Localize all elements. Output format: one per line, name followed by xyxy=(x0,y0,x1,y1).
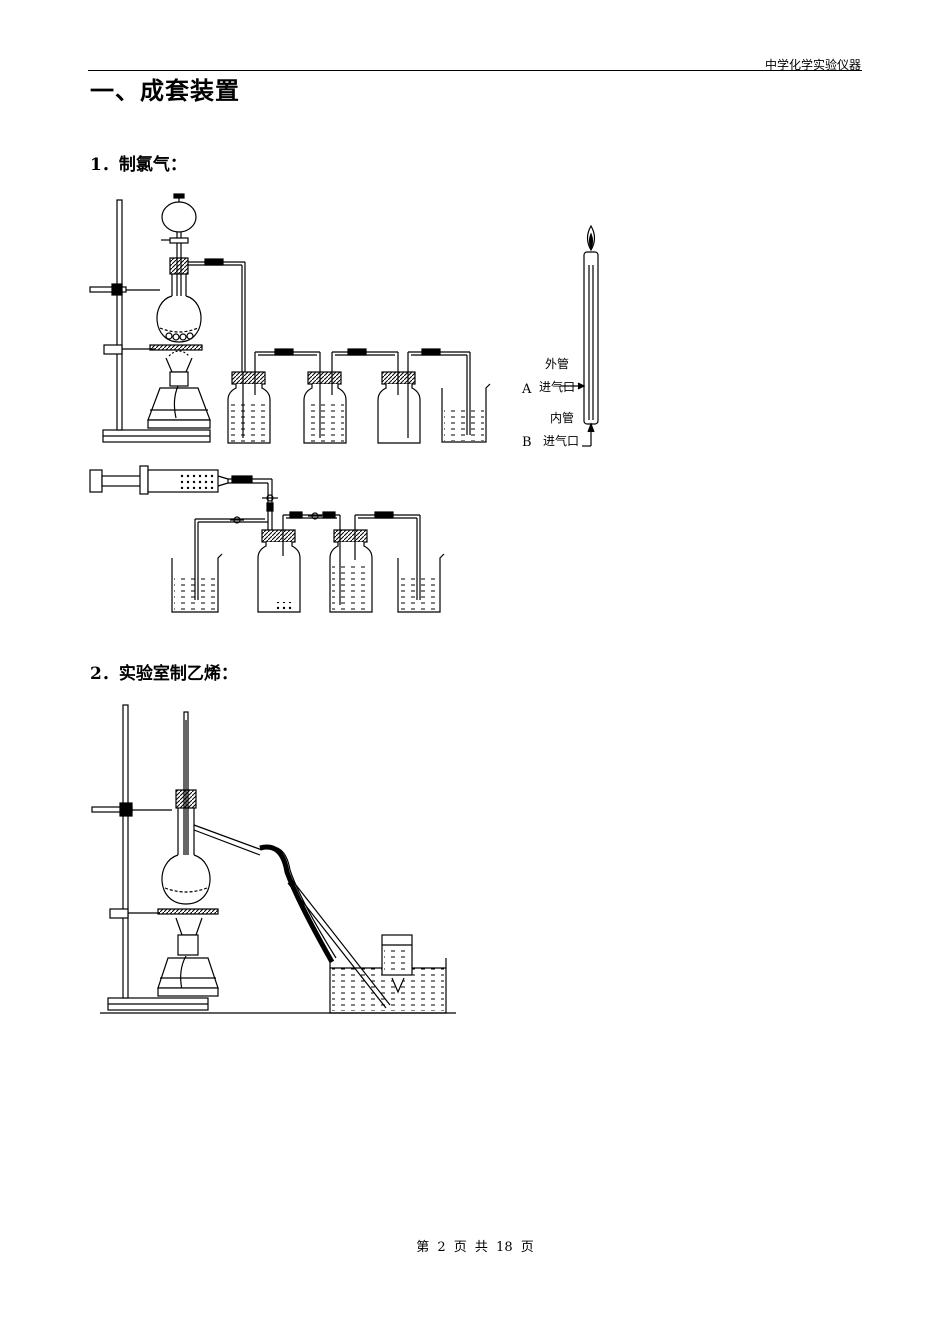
item-1-heading: 1．制氯气： xyxy=(90,155,187,175)
alcohol-lamp-2 xyxy=(157,917,219,997)
item-2-heading: 2．实验室制乙烯： xyxy=(90,664,238,684)
wash-bottle-4 xyxy=(257,511,340,613)
beaker-3 xyxy=(397,553,445,613)
chlorine-apparatus xyxy=(89,193,599,613)
round-flask xyxy=(156,257,246,372)
water-trough xyxy=(329,934,447,1014)
combustion-tube xyxy=(560,224,599,447)
section-title: 一、成套装置 xyxy=(90,77,240,105)
beaker-1 xyxy=(441,383,491,443)
page-footer: 第 2 页 共 18 页 xyxy=(416,1240,534,1255)
inlet-b-letter: B xyxy=(522,435,532,450)
header-rule xyxy=(88,70,862,71)
empty-bottle-3 xyxy=(377,348,471,444)
inlet-a-letter: A xyxy=(521,382,532,397)
item-1-number: 1 xyxy=(90,155,102,175)
separatory-funnel xyxy=(161,193,197,300)
wash-bottle-2 xyxy=(303,348,398,444)
outer-tube-label: 外管 xyxy=(545,356,569,371)
beaker-2 xyxy=(171,516,268,613)
page-header-title: 中学化学实验仪器 xyxy=(764,58,861,72)
inlet-b-label: 进气口 xyxy=(543,433,579,448)
iron-stand-2 xyxy=(91,704,219,1011)
item-2-title: 实验室制乙烯： xyxy=(118,664,238,684)
item-1-title: 制氯气： xyxy=(118,155,187,175)
inlet-a-label: 进气口 xyxy=(539,379,575,394)
inner-tube-label: 内管 xyxy=(550,410,574,425)
syringe xyxy=(89,465,278,530)
alcohol-lamp xyxy=(147,350,211,429)
item-2-number: 2 xyxy=(90,664,102,684)
wash-bottle-1 xyxy=(227,348,320,444)
ethylene-apparatus xyxy=(91,704,456,1014)
iron-stand xyxy=(89,199,211,443)
